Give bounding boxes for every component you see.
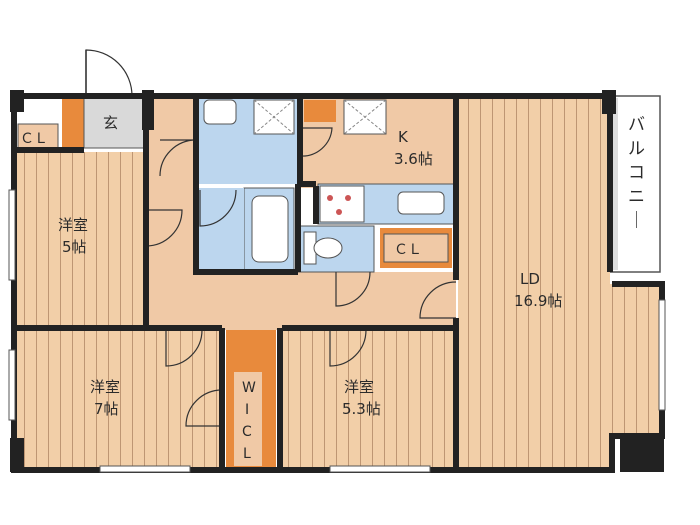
- wash-basin: [203, 99, 237, 125]
- stove-burner-3: [336, 209, 342, 215]
- door-swing-western3: [329, 329, 367, 367]
- inner-wall-3: [193, 96, 319, 275]
- window-left-1: [8, 189, 16, 281]
- kitchen-stove: [319, 185, 365, 223]
- ld-room: [458, 96, 610, 470]
- wicl-inner: [234, 372, 262, 466]
- stove-burner-1: [327, 195, 333, 201]
- western-room-5: [16, 152, 146, 326]
- toilet-bowl: [313, 237, 343, 259]
- ld-name: LD: [520, 270, 540, 288]
- cl-middle-label: ＣＬ: [394, 242, 422, 258]
- western2-size: 7帖: [94, 400, 119, 418]
- door-swing-western1: [145, 209, 183, 247]
- pillar-2: [10, 438, 24, 472]
- closet-top-left: [17, 123, 59, 151]
- ld-size: 16.9帖: [514, 292, 562, 310]
- western1-name: 洋室: [58, 216, 88, 234]
- pillar-5: [142, 90, 154, 130]
- wicl-letter-2: I: [245, 402, 249, 418]
- inner-wall-1: [14, 96, 456, 331]
- door-swing-toilet: [335, 271, 371, 307]
- western-room-7: [16, 330, 222, 468]
- door-swing-ld: [419, 281, 457, 319]
- pillar-6: [486, 468, 500, 472]
- western1-size: 5帖: [62, 238, 87, 256]
- bathtub: [251, 195, 289, 263]
- balcony: バルコニ｜: [609, 95, 661, 273]
- door-swing-kitchen: [299, 127, 333, 157]
- ld-room-lower: [610, 284, 662, 436]
- western-room-5-3: [282, 330, 456, 468]
- stove-burner-2: [345, 195, 351, 201]
- pillar-4: [602, 90, 616, 114]
- closet-top-left-accent: [62, 96, 84, 152]
- window-right: [658, 299, 666, 411]
- kitchen-sink: [397, 191, 445, 215]
- genkan-label: 玄: [103, 114, 118, 132]
- kitchen-size: 3.6帖: [394, 150, 433, 168]
- entrance-door-swing: [85, 49, 133, 97]
- inner-wall-2: [219, 96, 459, 470]
- window-bottom-2: [329, 465, 431, 473]
- pillar-1: [10, 90, 24, 112]
- door-swing-western2: [165, 329, 203, 367]
- balcony-label: バルコニ｜: [628, 115, 645, 231]
- wicl-label: W I C L: [242, 380, 256, 462]
- wicl-letter-3: C: [242, 424, 252, 440]
- door-swing-bath: [199, 189, 237, 227]
- western2-name: 洋室: [90, 378, 120, 396]
- pillar-3: [620, 436, 664, 472]
- wicl-letter-1: W: [242, 380, 256, 396]
- cl-top-left-label: ＣＬ: [20, 131, 48, 147]
- door-swing-w7-closet: [185, 389, 223, 427]
- western3-name: 洋室: [344, 378, 374, 396]
- bath-entry: [198, 188, 244, 270]
- wicl-letter-4: L: [243, 446, 251, 462]
- kitchen-cabinet: [304, 100, 336, 122]
- hallway-lower: [146, 272, 456, 330]
- western3-size: 5.3帖: [342, 400, 381, 418]
- window-bottom-1: [99, 465, 191, 473]
- closet-middle-inner: [383, 233, 449, 263]
- window-left-2: [8, 349, 16, 421]
- kitchen-name: K: [398, 128, 409, 146]
